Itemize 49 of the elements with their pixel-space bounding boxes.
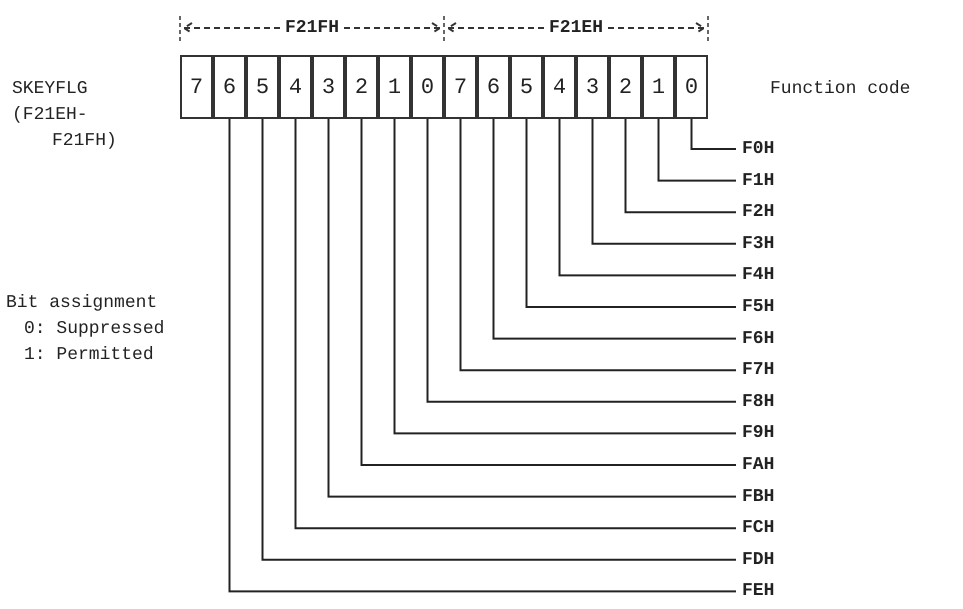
function-code-label: F8H [742, 390, 787, 413]
register-label: SKEYFLG [12, 78, 88, 100]
bit-cell: 2 [345, 55, 378, 119]
function-code-label: F2H [742, 201, 787, 224]
legend-heading: Bit assignment [6, 292, 158, 314]
bit-cell: 0 [411, 55, 444, 119]
bit-cell: 3 [576, 55, 609, 119]
function-code-label: F0H [742, 138, 787, 160]
function-code-label: F6H [742, 328, 787, 350]
connector-line [460, 119, 736, 372]
function-code-label: F4H [742, 264, 787, 286]
bit-cell: 1 [378, 55, 411, 119]
function-code-label: F7H [742, 359, 787, 382]
legend-text: 0: Suppressed [24, 318, 164, 340]
bit-cell: 5 [246, 55, 279, 119]
bit-cell: 6 [213, 55, 246, 119]
bit-cell: 4 [543, 55, 576, 119]
bit-cell: 2 [609, 55, 642, 119]
register-address: (F21EH- [12, 104, 88, 126]
function-code-label: FEH [742, 580, 787, 602]
bit-cell: 4 [279, 55, 312, 119]
function-code-label: FDH [742, 548, 787, 571]
bit-cell: 7 [444, 55, 477, 119]
function-code-label: F3H [742, 232, 787, 255]
function-code-label: F9H [742, 422, 787, 444]
function-code-label: F1H [742, 170, 787, 192]
column-heading: Function code [770, 78, 910, 100]
function-code-label: F5H [742, 296, 787, 318]
bit-cell: 1 [642, 55, 675, 119]
connector-line [492, 119, 736, 340]
bit-cell: 3 [312, 55, 345, 119]
connector-line [592, 119, 736, 245]
bit-cell: 0 [675, 55, 708, 119]
bit-cell: 5 [510, 55, 543, 119]
bit-cell: 7 [180, 55, 213, 119]
bit-cell: 6 [477, 55, 510, 119]
connector-line [394, 119, 736, 434]
function-code-label: FAH [742, 454, 787, 476]
legend-text: 1: Permitted [24, 344, 154, 366]
connector-line [526, 119, 736, 308]
function-code-label: FCH [742, 517, 787, 540]
register-address: F21FH) [52, 130, 117, 152]
function-code-label: FBH [742, 486, 787, 508]
connector-line [558, 119, 736, 276]
connector-line [360, 119, 736, 466]
connector-line [426, 119, 736, 403]
connector-line [624, 119, 736, 214]
connector-line [690, 119, 736, 150]
connector-line [658, 119, 736, 182]
